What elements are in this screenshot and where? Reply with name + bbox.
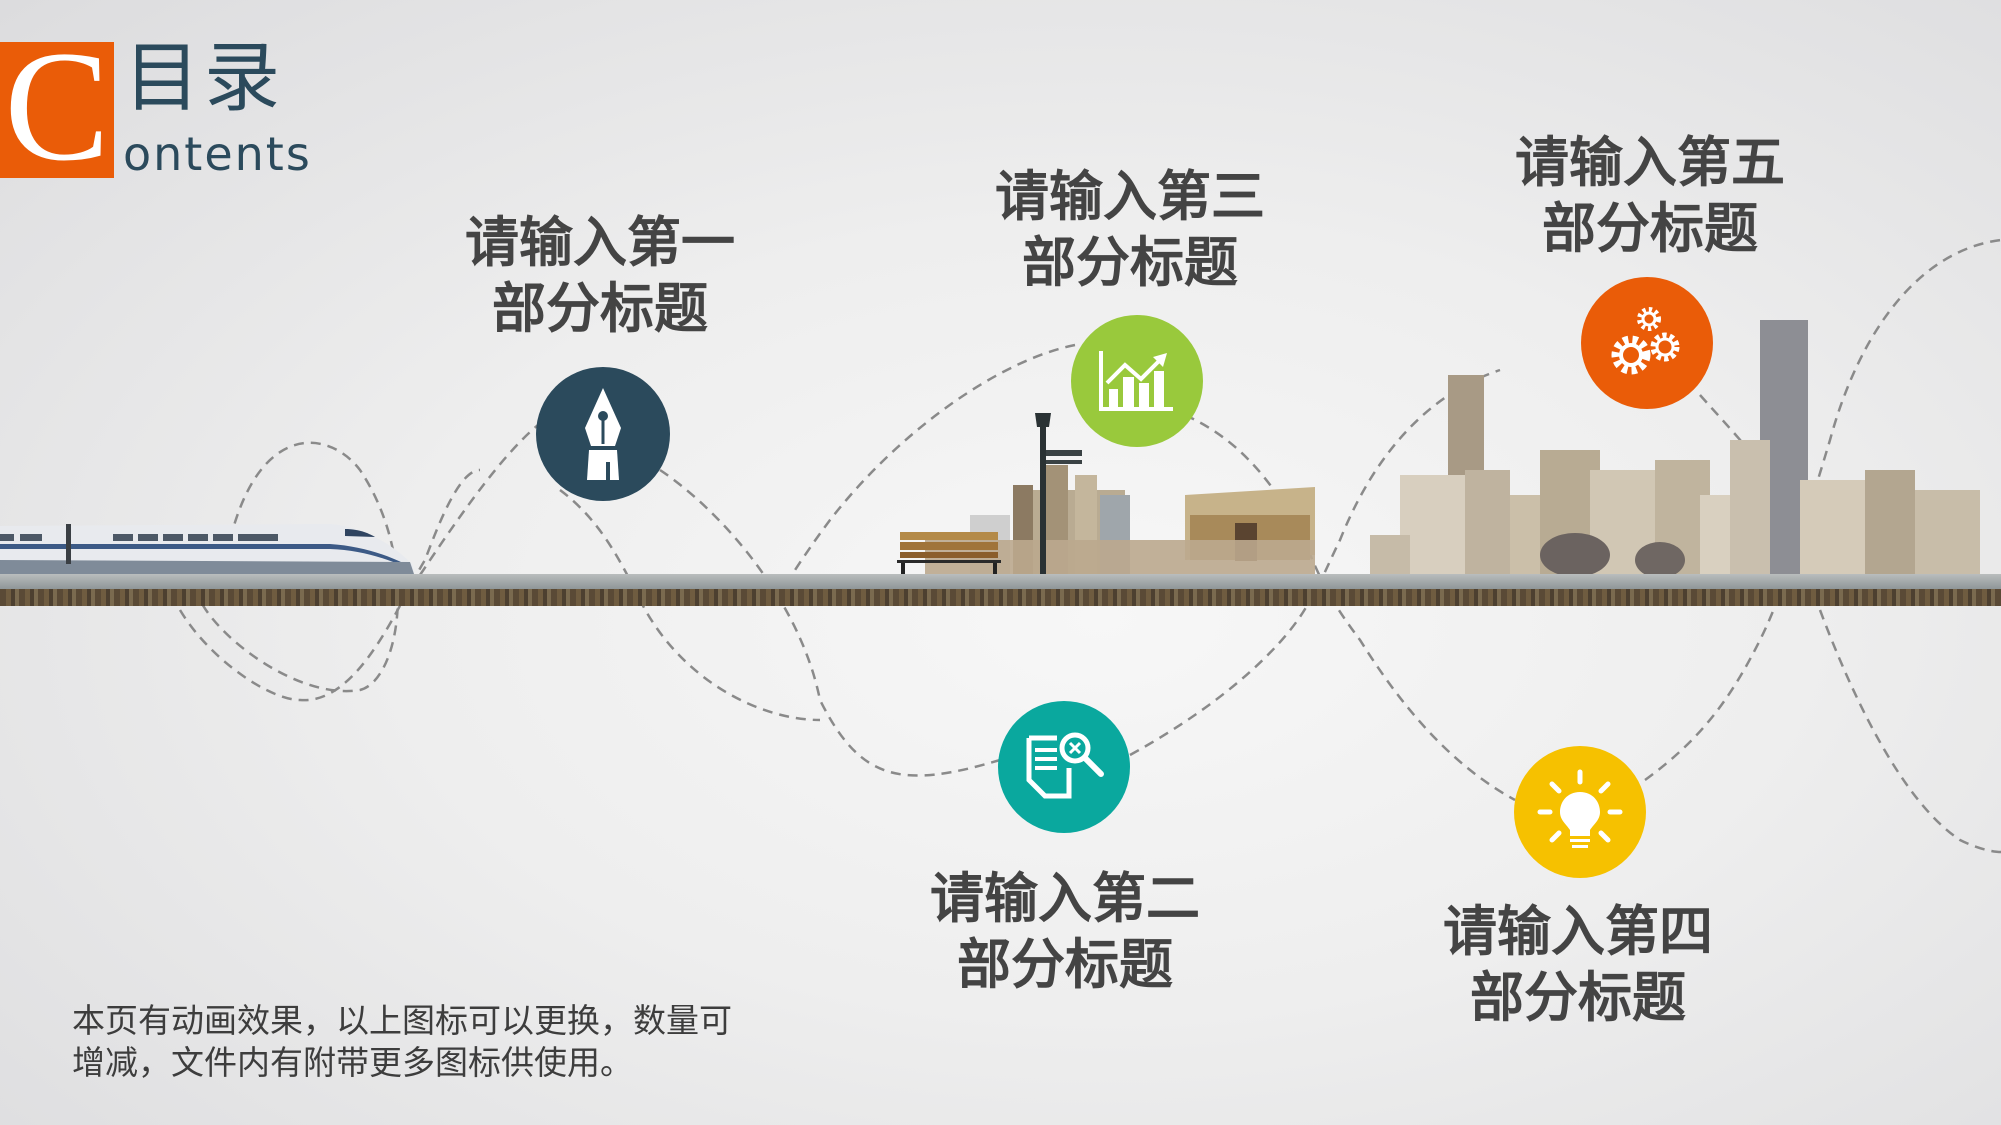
ground-pavement [0, 574, 2001, 589]
page-title: 目录 [124, 33, 284, 122]
section-5-title-line1: 请输入第五 [1515, 131, 1785, 194]
section-3-badge[interactable] [1071, 315, 1203, 447]
section-5-badge[interactable] [1581, 277, 1713, 409]
ground-soil [0, 589, 2001, 606]
section-3-title-line1: 请输入第三 [995, 165, 1265, 228]
section-2-title[interactable]: 请输入第二 部分标题 [895, 866, 1235, 998]
section-3-title[interactable]: 请输入第三 部分标题 [960, 164, 1300, 296]
growth-chart-icon [1099, 351, 1173, 411]
lightbulb-icon [1537, 769, 1623, 848]
section-4-title-line2: 部分标题 [1470, 966, 1686, 1029]
section-1-badge[interactable] [536, 367, 670, 501]
park-scene [895, 395, 1325, 575]
city-skyline-image [1360, 310, 2001, 578]
train-image [0, 524, 414, 574]
section-1-title-line1: 请输入第一 [465, 211, 735, 274]
section-2-title-line2: 部分标题 [957, 933, 1173, 996]
logo-letter: C [4, 19, 110, 194]
note-line1: 本页有动画效果，以上图标可以更换，数量可 [72, 1001, 732, 1040]
fountain-pen-icon [585, 388, 621, 480]
note-line2: 增减，文件内有附带更多图标供使用。 [72, 1043, 633, 1082]
section-5-title[interactable]: 请输入第五 部分标题 [1480, 130, 1820, 262]
document-search-icon [1026, 732, 1104, 799]
section-2-badge[interactable] [998, 701, 1130, 833]
gears-icon [1611, 307, 1680, 375]
section-4-title-line1: 请输入第四 [1443, 900, 1713, 963]
section-4-badge[interactable] [1514, 746, 1646, 878]
page-subtitle: ontents [123, 127, 312, 181]
animation-note: 本页有动画效果，以上图标可以更换，数量可 增减，文件内有附带更多图标供使用。 [72, 1000, 872, 1084]
logo-box [0, 42, 114, 178]
section-1-title-line2: 部分标题 [492, 277, 708, 340]
section-1-title[interactable]: 请输入第一 部分标题 [430, 210, 770, 342]
section-2-title-line1: 请输入第二 [930, 867, 1200, 930]
section-5-title-line2: 部分标题 [1542, 197, 1758, 260]
section-3-title-line2: 部分标题 [1022, 231, 1238, 294]
section-4-title[interactable]: 请输入第四 部分标题 [1408, 899, 1748, 1031]
